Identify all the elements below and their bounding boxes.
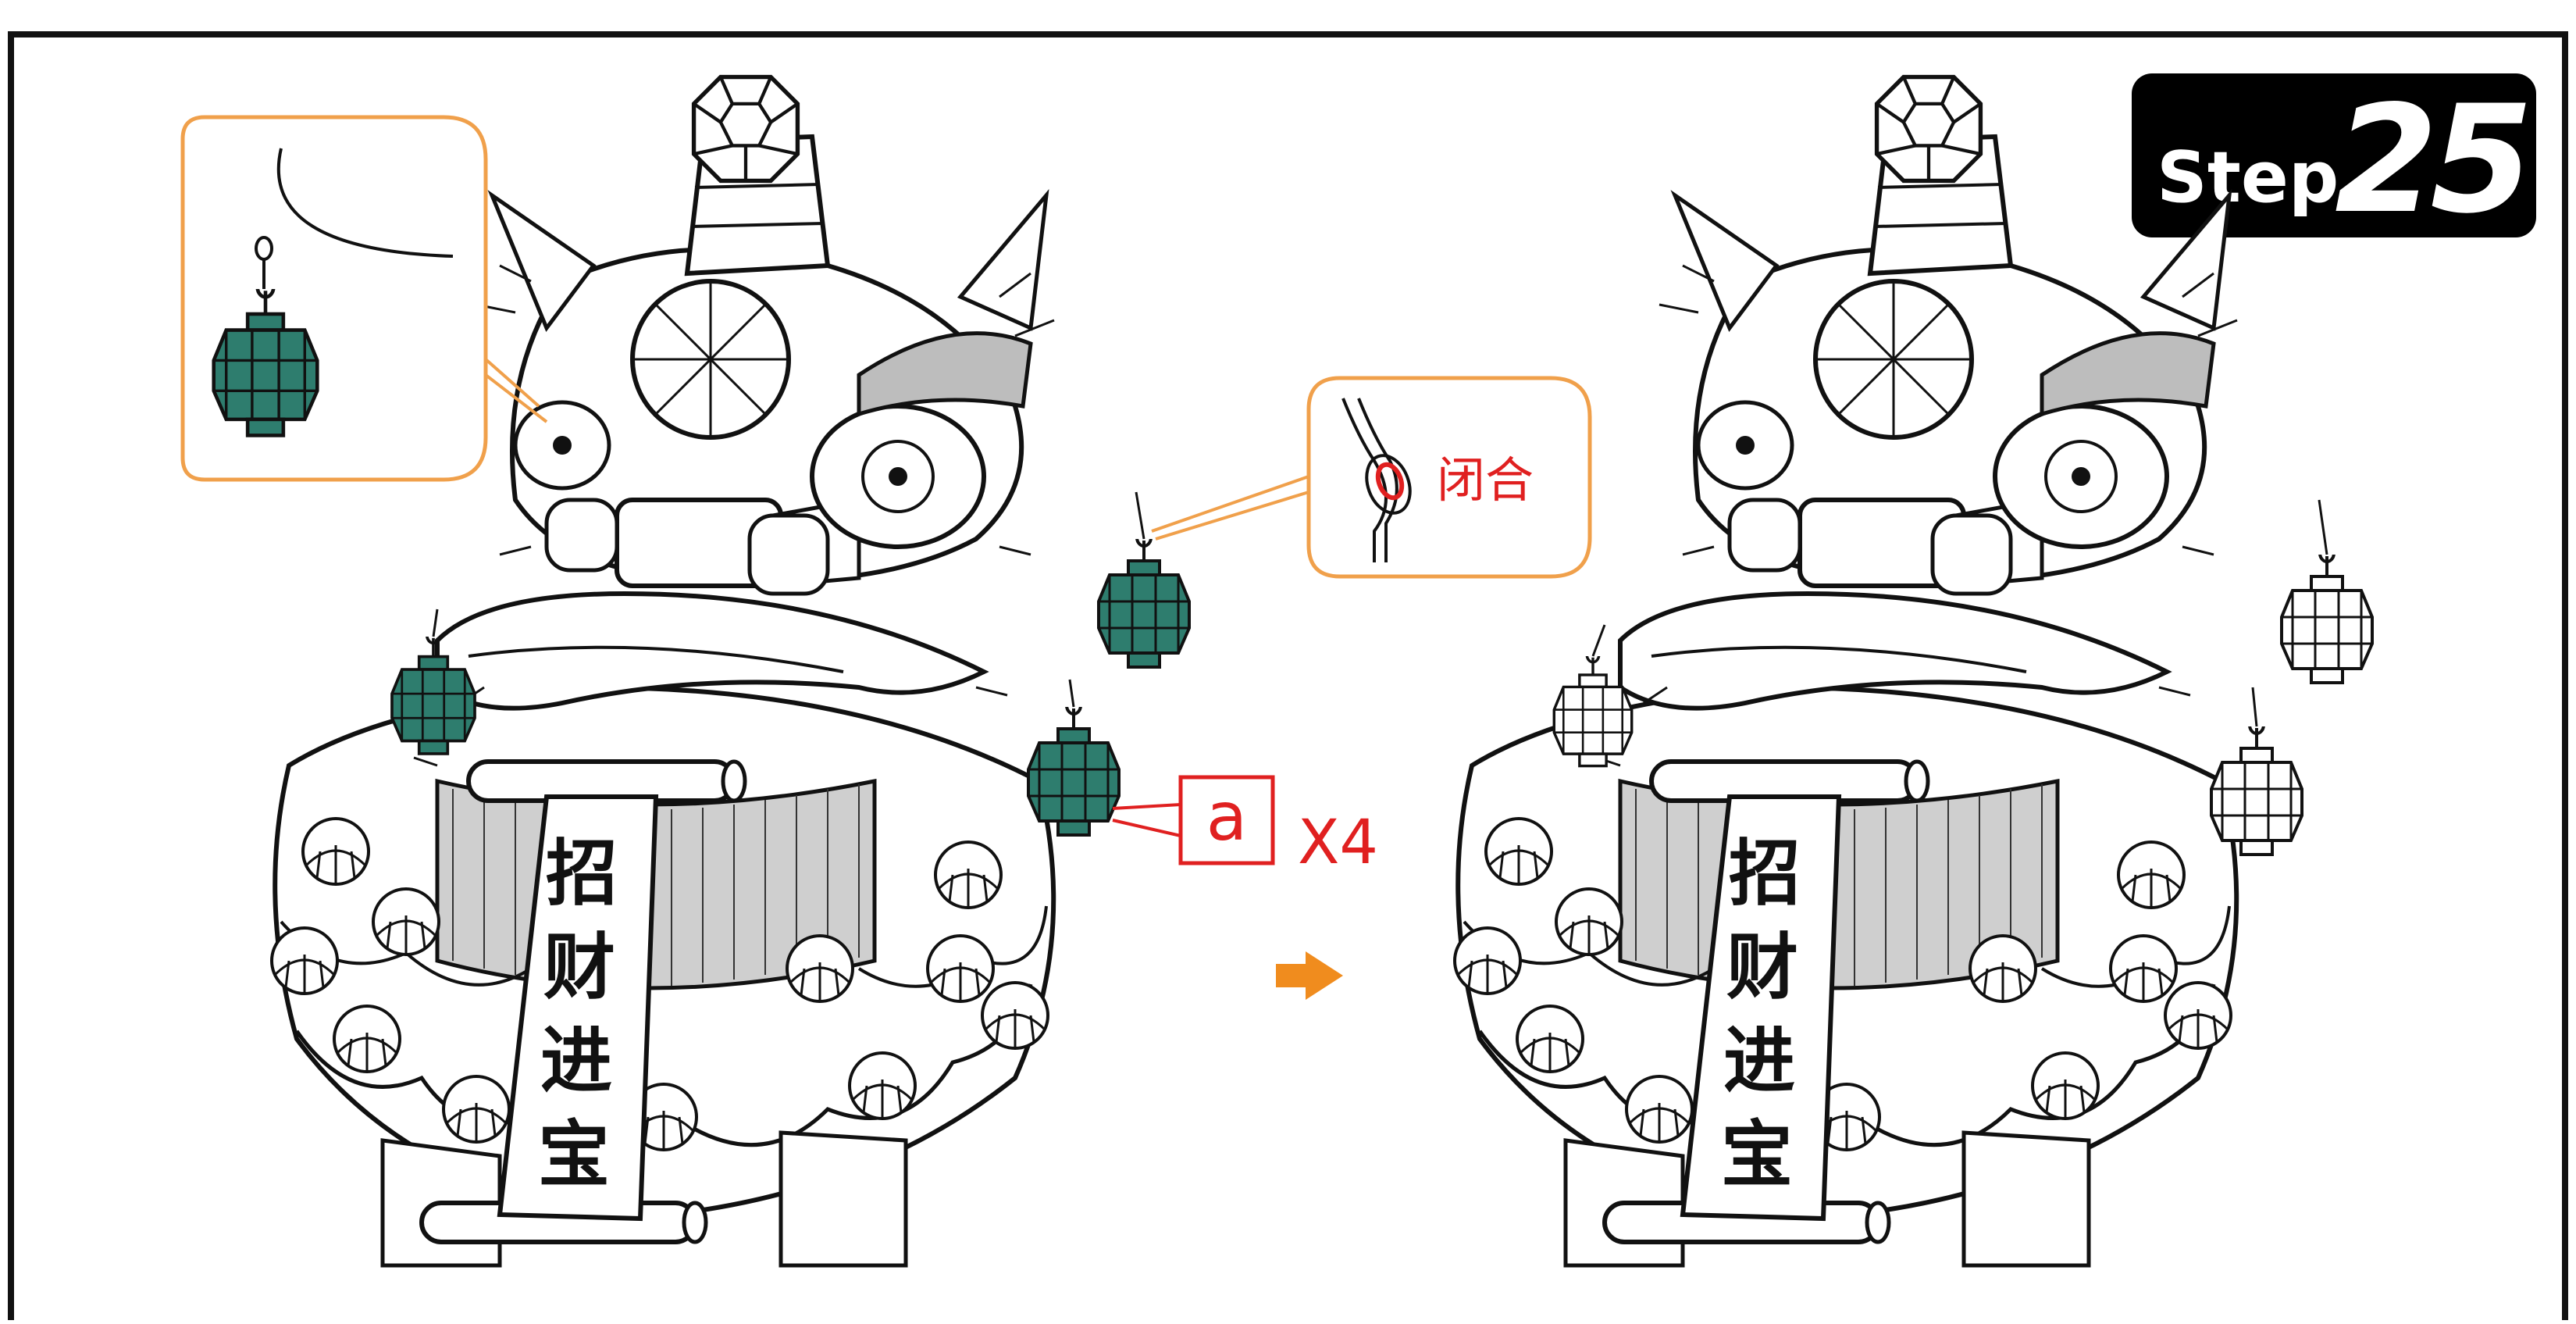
- banner-char: 宝: [1721, 1113, 1793, 1197]
- banner-char: 宝: [538, 1113, 610, 1197]
- right-arrow-icon: [1276, 951, 1343, 1000]
- lantern-icon: [1027, 707, 1121, 837]
- lion-before: 招 财 进 宝: [270, 77, 1191, 1268]
- step-badge: Step 25: [2132, 73, 2536, 246]
- step-number: 25: [2335, 73, 2526, 246]
- lion-body: [1453, 77, 2246, 1268]
- lantern-icon: [2210, 726, 2303, 856]
- detail-callout-close: 闭合: [1151, 376, 1592, 579]
- banner-char: 招: [546, 832, 618, 915]
- lantern-icon: [2280, 555, 2374, 684]
- lion-body: [270, 77, 1063, 1268]
- banner-scroll: [497, 794, 659, 1222]
- banner-char: 招: [1729, 832, 1801, 915]
- banner-char: 财: [543, 926, 615, 1009]
- detail-callout-hook: [180, 115, 548, 482]
- banner-text-left: 招 财 进 宝: [538, 832, 618, 1197]
- banner-char: 进: [1723, 1019, 1795, 1103]
- lion-after: 招 财 进 宝: [1453, 77, 2374, 1268]
- part-letter: a: [1206, 778, 1248, 856]
- banner-char: 进: [540, 1019, 612, 1103]
- page-frame: [8, 31, 2568, 1324]
- part-quantity: X4: [1298, 808, 1378, 878]
- banner-char: 财: [1726, 926, 1798, 1009]
- banner-text-right: 招 财 进 宝: [1721, 832, 1801, 1197]
- lantern-icon: [1097, 539, 1191, 669]
- close-label: 闭合: [1437, 451, 1534, 509]
- banner-scroll: [1680, 794, 1842, 1222]
- part-label: a X4: [1112, 775, 1378, 878]
- step-word: Step: [2157, 137, 2339, 219]
